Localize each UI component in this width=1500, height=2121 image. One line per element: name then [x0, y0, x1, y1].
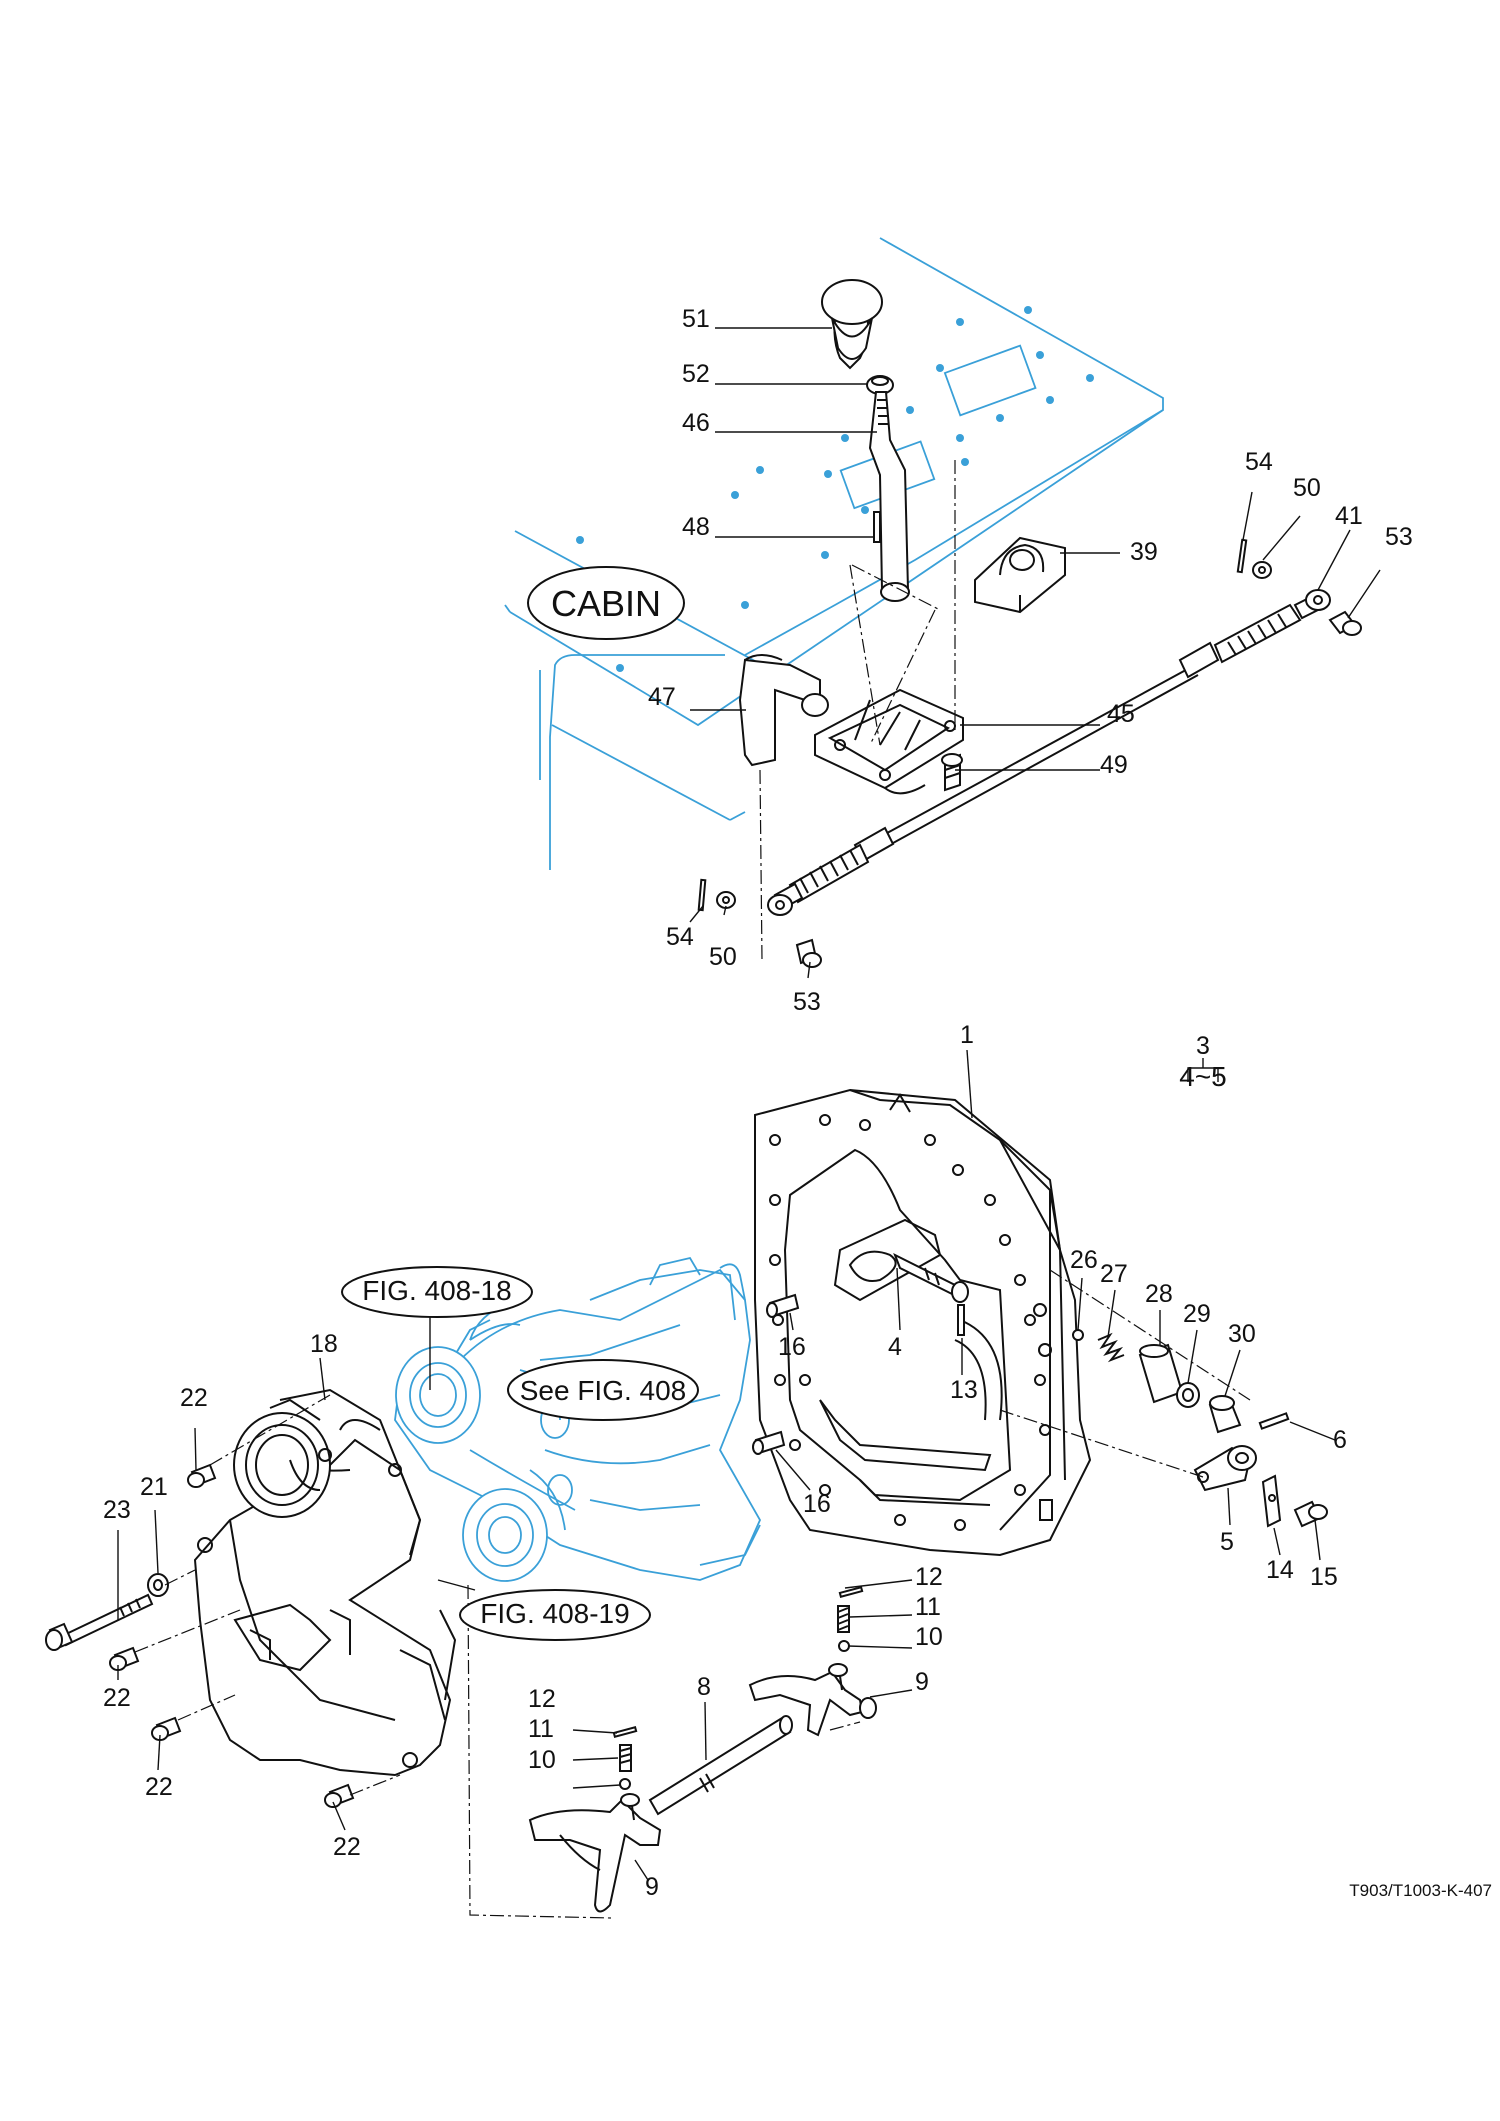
callout-51: 51 — [682, 305, 710, 333]
gear-cover — [193, 1388, 457, 1777]
leader-lines — [117, 327, 1381, 1881]
shift-lever — [868, 391, 910, 602]
fig408-18-tag: FIG. 408-18 — [362, 1275, 511, 1306]
callout-49: 49 — [1100, 751, 1128, 779]
callout-48: 48 — [682, 513, 710, 541]
callout-22-d: 22 — [333, 1833, 361, 1861]
callout-29: 29 — [1183, 1300, 1211, 1328]
callout-22-a: 22 — [180, 1384, 208, 1412]
pillow-block — [974, 536, 1066, 614]
callout-12-upper: 12 — [915, 1563, 943, 1591]
callout-10-lower: 10 — [528, 1746, 556, 1774]
callout-27: 27 — [1100, 1260, 1128, 1288]
callout-11-lower: 11 — [528, 1715, 554, 1743]
shift-arm-5 — [1193, 1445, 1257, 1492]
callout-13: 13 — [950, 1376, 978, 1404]
cotter-pin-upper — [1236, 538, 1248, 574]
callout-50-lower: 50 — [709, 943, 737, 971]
shift-fork-lower — [528, 1793, 662, 1913]
callout-22-b: 22 — [103, 1684, 131, 1712]
callout-12-lower: 12 — [528, 1685, 556, 1713]
pin — [873, 511, 881, 543]
callout-5: 5 — [1220, 1528, 1234, 1556]
shift-cable — [767, 589, 1331, 916]
callout-46: 46 — [682, 409, 710, 437]
callout-39: 39 — [1130, 538, 1158, 566]
cabin-tag-ellipse — [527, 566, 685, 640]
callout-16-lower: 16 — [803, 1490, 831, 1518]
detent-ball — [1072, 1329, 1084, 1341]
clevis-pin-upper — [1328, 610, 1362, 636]
callout-22-c: 22 — [145, 1773, 173, 1801]
callout-18: 18 — [310, 1330, 338, 1358]
callout-54-upper: 54 — [1245, 448, 1273, 476]
transmission-case — [754, 1088, 1092, 1557]
callout-53-lower: 53 — [793, 988, 821, 1016]
cabin-tag: CABIN — [551, 583, 661, 624]
cover-bolts — [109, 1463, 355, 1808]
callout-41: 41 — [1335, 502, 1363, 530]
washer-upper — [1252, 561, 1272, 579]
dowel-pin-lower — [752, 1430, 786, 1455]
callout-52: 52 — [682, 360, 710, 388]
callout-21: 21 — [140, 1473, 168, 1501]
callout-16-upper: 16 — [778, 1333, 806, 1361]
shift-rod-8 — [648, 1715, 793, 1816]
plug-30 — [1208, 1395, 1242, 1434]
fig408-18-ellipse — [341, 1266, 533, 1318]
callout-9-lower: 9 — [645, 1873, 659, 1901]
roll-pin-6 — [1258, 1412, 1290, 1430]
shift-fork-upper — [748, 1663, 877, 1737]
shift-shaft — [893, 1252, 969, 1303]
callout-53-upper: 53 — [1385, 523, 1413, 551]
long-bolt-23 — [45, 1593, 154, 1651]
callout-14: 14 — [1266, 1556, 1294, 1584]
stopper-plate-14 — [1261, 1474, 1282, 1528]
detent-sleeve — [1138, 1343, 1184, 1404]
detent-parts-upper — [837, 1585, 864, 1652]
drawing-code: T903/T1003-K-407 — [1349, 1881, 1492, 1900]
lever-guide-plate — [814, 688, 964, 795]
washer-21 — [147, 1573, 169, 1597]
callout-26: 26 — [1070, 1246, 1098, 1274]
callout-30: 30 — [1228, 1320, 1256, 1348]
bolt-15 — [1293, 1500, 1328, 1528]
shift-bracket — [738, 654, 829, 767]
callout-6: 6 — [1333, 1426, 1347, 1454]
shift-knob — [821, 279, 883, 370]
lever-bolt — [941, 753, 963, 792]
detent-parts-lower — [612, 1725, 638, 1790]
fig408-19-tag: FIG. 408-19 — [480, 1598, 629, 1629]
callout-54-lower: 54 — [666, 923, 694, 951]
callout-1: 1 — [960, 1021, 974, 1049]
callout-47: 47 — [648, 683, 676, 711]
callout-15: 15 — [1310, 1563, 1338, 1591]
callout-23: 23 — [103, 1496, 131, 1524]
callout-4: 4 — [888, 1333, 902, 1361]
callout-8: 8 — [697, 1673, 711, 1701]
washer-29 — [1176, 1382, 1200, 1408]
callout-45: 45 — [1107, 700, 1135, 728]
callout-numbers: 51 52 46 48 39 54 50 41 53 47 45 49 54 5… — [103, 305, 1413, 1901]
see-fig408-ellipse — [507, 1359, 699, 1421]
pin-13 — [957, 1304, 965, 1336]
callout-3-range: 4~5 — [1179, 1061, 1227, 1092]
see-fig408-tag: See FIG. 408 — [520, 1375, 687, 1406]
callout-9-upper: 9 — [915, 1668, 929, 1696]
callout-50-upper: 50 — [1293, 474, 1321, 502]
callout-10-upper: 10 — [915, 1623, 943, 1651]
detent-spring — [1097, 1332, 1125, 1363]
callout-11-upper: 11 — [915, 1593, 941, 1621]
clevis-pin-lower — [795, 938, 822, 968]
cotter-pin-lower — [697, 878, 707, 912]
dowel-pin-upper — [766, 1293, 800, 1318]
washer-lower — [716, 891, 736, 909]
callout-3: 3 — [1196, 1032, 1210, 1060]
fig408-19-ellipse — [459, 1589, 651, 1641]
callout-28: 28 — [1145, 1280, 1173, 1308]
